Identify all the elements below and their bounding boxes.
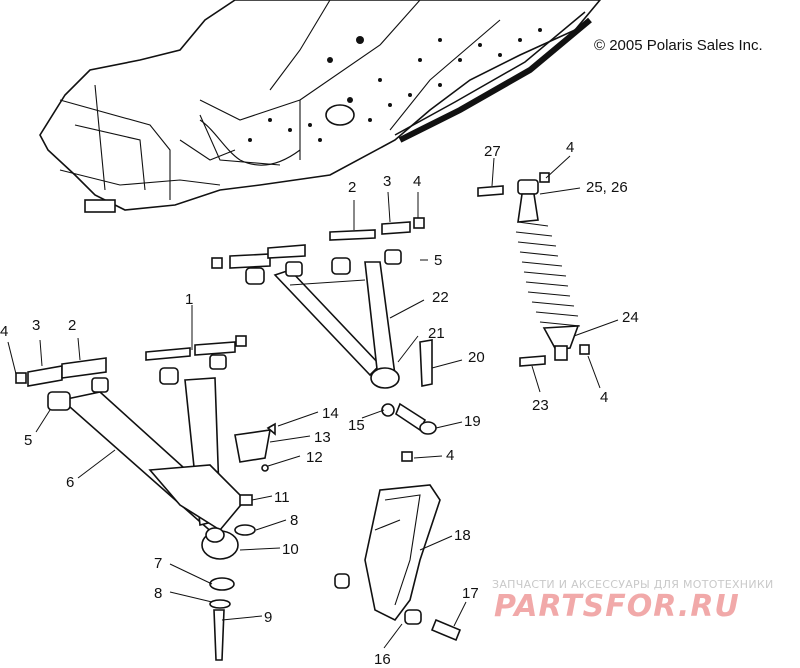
callout-1: 1 [185, 291, 193, 308]
callout-labels: 1 2 2 3 3 4 4 4 4 4 5 5 6 7 8 8 9 10 11 … [0, 139, 639, 668]
callout-3-upper: 3 [383, 173, 391, 190]
callout-18: 18 [454, 527, 471, 544]
lower-a-arm [47, 354, 247, 560]
callout-15: 15 [348, 417, 365, 434]
shock-absorber [477, 172, 590, 367]
callout-10: 10 [282, 541, 299, 558]
callout-22: 22 [432, 289, 449, 306]
callout-12: 12 [306, 449, 323, 466]
callout-4-shock-bottom: 4 [600, 389, 608, 406]
callout-5-lower: 5 [24, 432, 32, 449]
callout-4-lower-arm: 4 [0, 323, 8, 340]
lower-arm-pivot-parts [15, 335, 276, 661]
callout-19: 19 [464, 413, 481, 430]
callout-21: 21 [428, 325, 445, 342]
callout-16: 16 [374, 651, 391, 668]
callout-11: 11 [274, 489, 290, 506]
chassis-holes [248, 28, 542, 142]
callout-27: 27 [484, 143, 501, 160]
callout-5-upper: 5 [434, 252, 442, 269]
callout-6: 6 [66, 474, 74, 491]
spindle [334, 484, 462, 642]
leader-lines [7, 155, 619, 649]
watermark-brand: PARTSFOR.RU [494, 589, 740, 624]
callout-9: 9 [264, 609, 272, 626]
callout-4-spindle: 4 [446, 447, 454, 464]
upper-a-arm [211, 217, 425, 389]
callout-24: 24 [622, 309, 639, 326]
callout-3-lower: 3 [32, 317, 40, 334]
callout-17: 17 [462, 585, 479, 602]
callout-4-upper-arm: 4 [413, 173, 421, 190]
callout-2-lower: 2 [68, 317, 76, 334]
callout-4-shock-top: 4 [566, 139, 574, 156]
callout-14: 14 [322, 405, 339, 422]
callout-2-upper: 2 [348, 179, 356, 196]
callout-20: 20 [468, 349, 485, 366]
callout-25-26: 25, 26 [586, 179, 628, 196]
callout-8-lower: 8 [154, 585, 162, 602]
watermark: ЗАПЧАСТИ И АКСЕССУАРЫ ДЛЯ МОТОТЕХНИКИ PA… [492, 578, 774, 624]
callout-13: 13 [314, 429, 331, 446]
callout-7: 7 [154, 555, 162, 572]
chassis-frame [39, 0, 602, 213]
watermark-tagline: ЗАПЧАСТИ И АКСЕССУАРЫ ДЛЯ МОТОТЕХНИКИ [492, 578, 774, 591]
copyright-notice: © 2005 Polaris Sales Inc. [594, 37, 763, 54]
callout-23: 23 [532, 397, 549, 414]
callout-8-upper: 8 [290, 512, 298, 529]
tie-rod-parts [381, 339, 437, 462]
